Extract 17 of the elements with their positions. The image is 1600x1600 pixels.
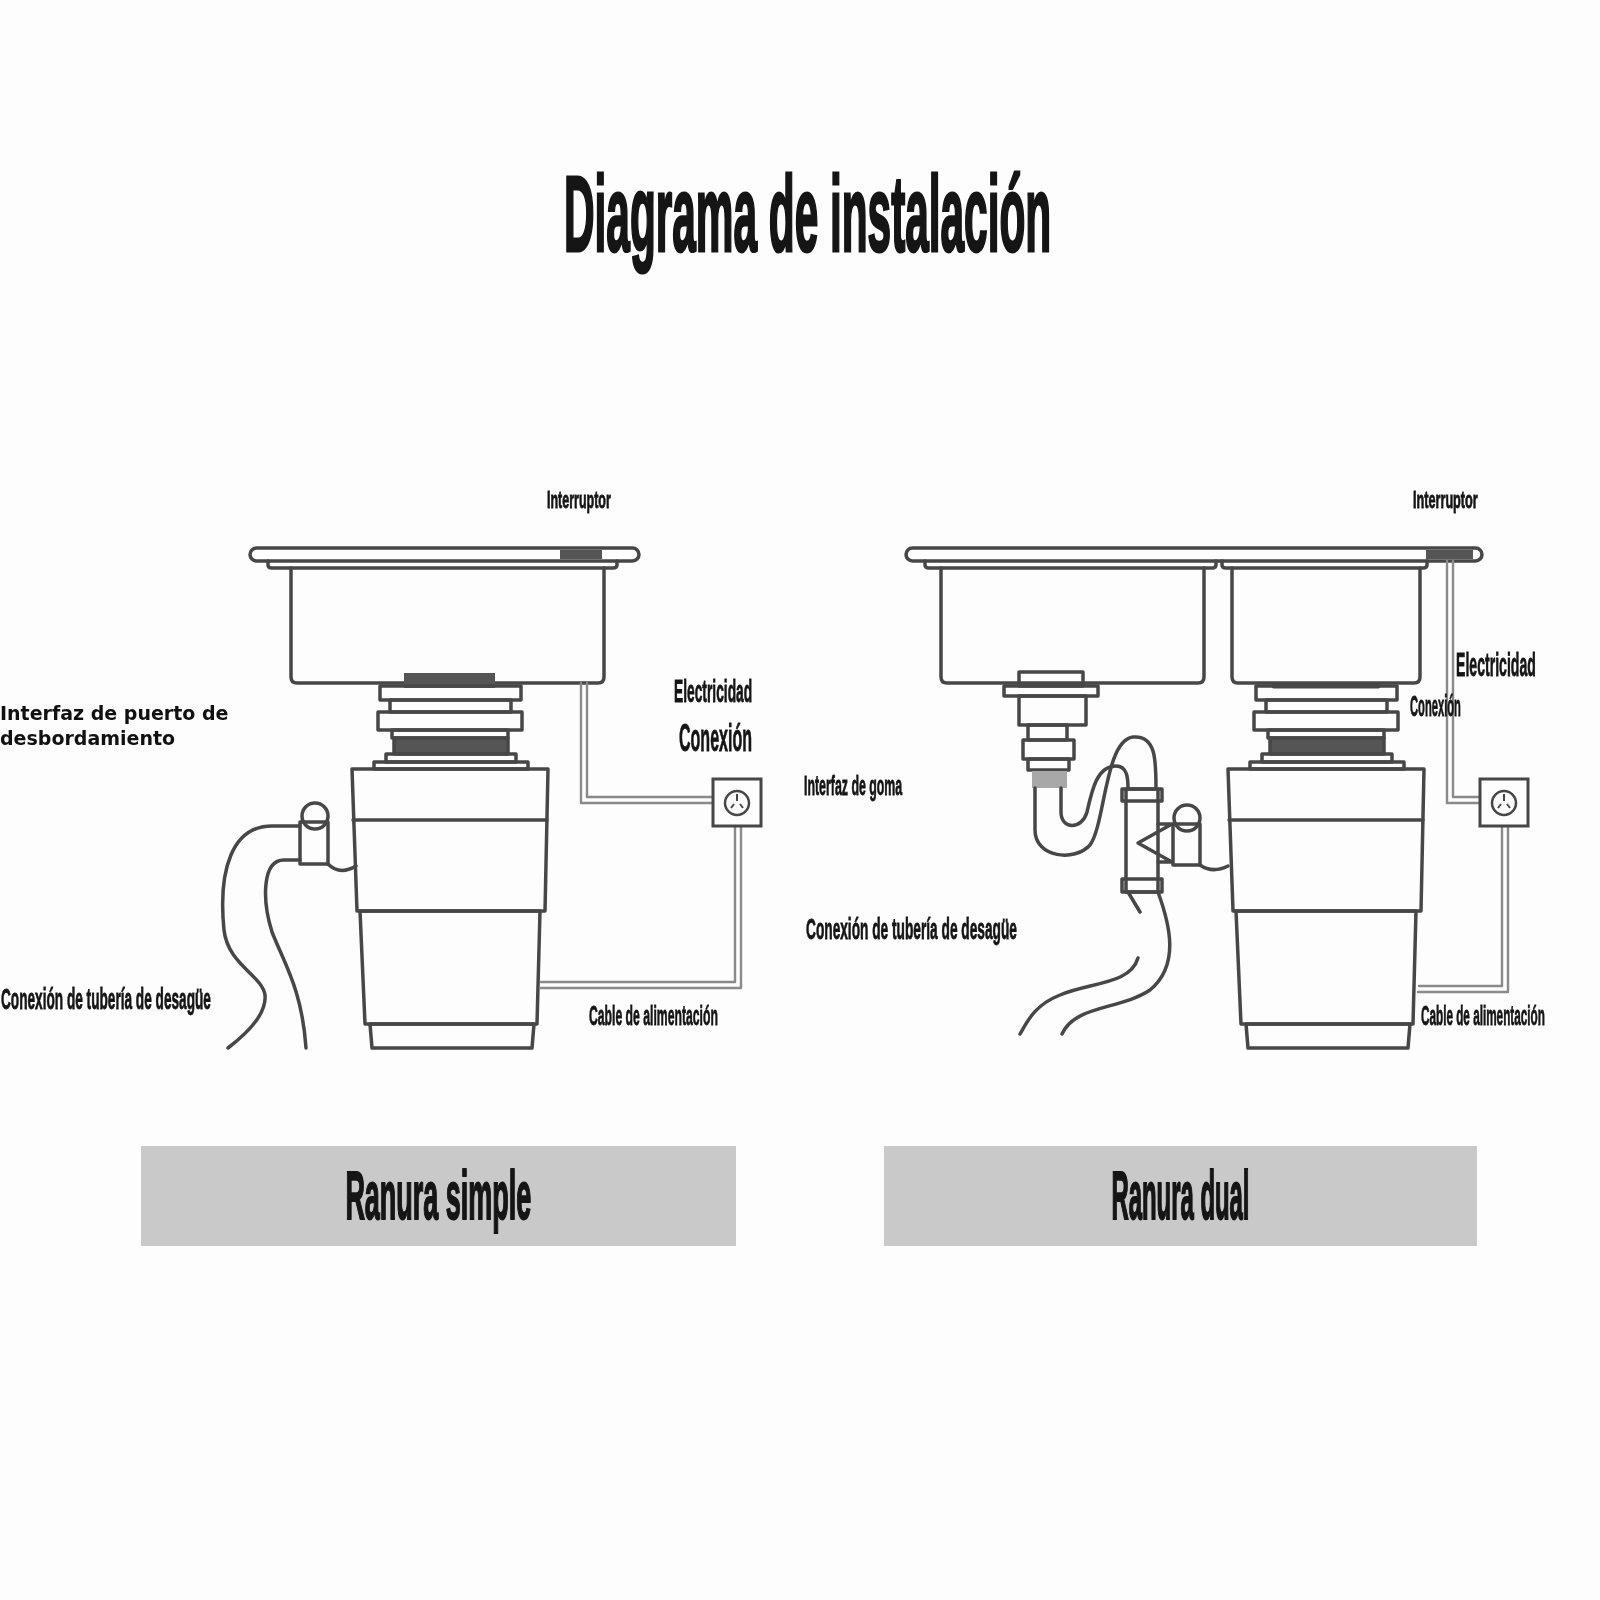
part-label: Interruptor: [1413, 489, 1478, 512]
section-band: [884, 1146, 1477, 1246]
part-label: Interfaz de goma: [804, 772, 903, 800]
part-label: Conexión: [679, 719, 753, 757]
diagram-title: Diagrama de instalación: [564, 152, 1052, 276]
part-label: Conexión de tubería de desagüe: [806, 914, 1017, 944]
part-label: Conexión de tubería de desagüe: [1, 984, 211, 1014]
part-label: Cable de alimentación: [589, 1002, 718, 1030]
part-label: Conexión: [1410, 691, 1461, 721]
part-label: Electricidad: [674, 675, 753, 707]
part-label: Interfaz de puerto de desbordamiento: [0, 701, 230, 751]
part-label: Cable de alimentación: [1421, 1002, 1545, 1030]
section-title: Ranura simple: [345, 1156, 532, 1236]
part-label: Interruptor: [547, 489, 611, 512]
section-title: Ranura dual: [1111, 1156, 1250, 1236]
section-band: [141, 1146, 736, 1246]
part-label: Electricidad: [1456, 647, 1536, 681]
